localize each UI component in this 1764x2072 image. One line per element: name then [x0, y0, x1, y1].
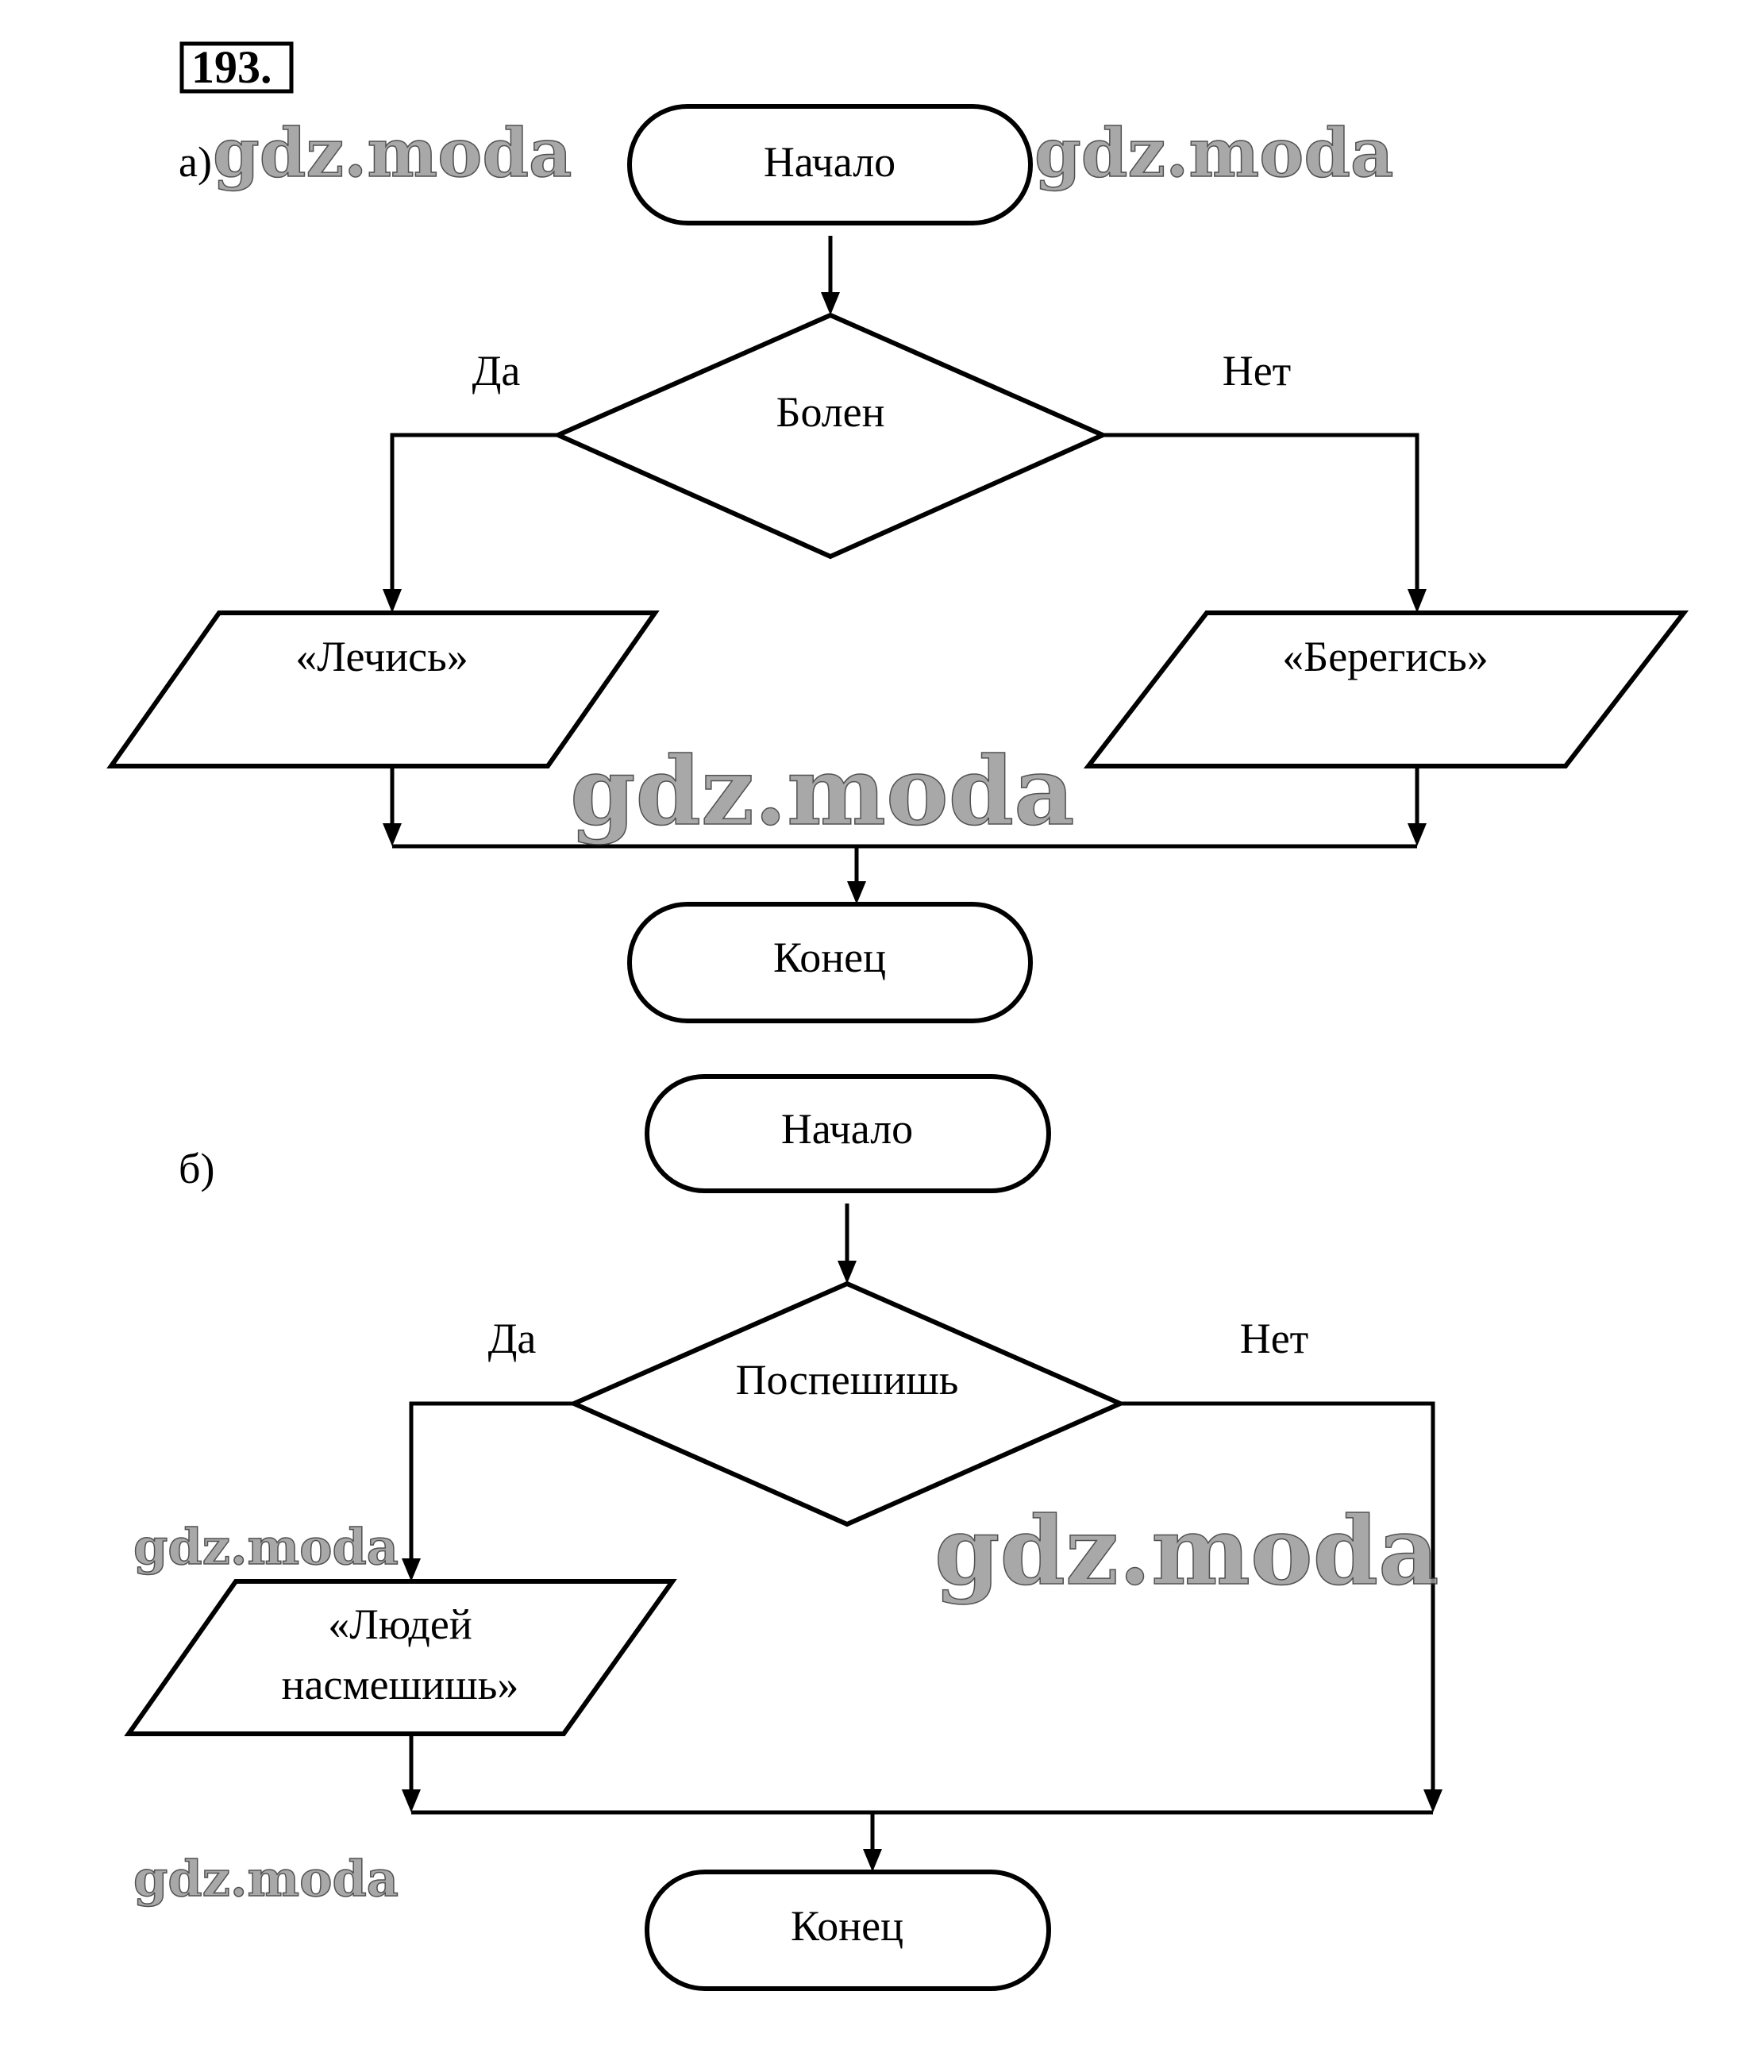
- output-no-a: [1083, 610, 1689, 768]
- output-yes-label-b-line1: «Людей: [328, 1600, 472, 1648]
- arrowhead: [863, 1849, 882, 1872]
- watermark: gdz.moda: [934, 1496, 1439, 1606]
- arrowhead: [1408, 589, 1427, 613]
- problem-number-box: [179, 41, 294, 94]
- end-label-a: Конец: [773, 934, 886, 981]
- start-terminal-b: [645, 1074, 1051, 1193]
- yes-branch-line-b: [409, 1401, 574, 1561]
- part-b-label: б): [179, 1145, 214, 1192]
- arrowhead: [847, 881, 866, 904]
- end-terminal-a: [627, 902, 1033, 1023]
- no-label-b: Нет: [1240, 1315, 1309, 1362]
- end-terminal-b: [645, 1870, 1051, 1991]
- no-label-a: Нет: [1223, 347, 1292, 395]
- end-label-b: Конец: [791, 1902, 903, 1950]
- watermark: gdz.moda: [133, 1518, 399, 1576]
- output-yes-label-b-line2: насмешишь»: [282, 1661, 519, 1708]
- watermark: gdz.moda: [1034, 114, 1393, 192]
- arrowhead: [1423, 1789, 1442, 1812]
- arrowhead: [821, 292, 840, 315]
- start-label-b: Начало: [781, 1105, 913, 1153]
- watermark: gdz.moda: [213, 114, 572, 192]
- flowchart-a: а) Начало Болен Да Нет «Лечись» «Берегис…: [106, 104, 1689, 1023]
- part-a-label: а): [179, 138, 212, 186]
- arrowhead: [838, 1261, 857, 1284]
- no-branch-line-b: [1120, 1401, 1435, 1792]
- output-no-label-a: «Берегись»: [1282, 633, 1489, 680]
- start-label-a: Начало: [764, 138, 895, 186]
- yes-label-a: Да: [472, 347, 521, 395]
- start-terminal-a: [627, 104, 1033, 225]
- condition-label-a: Болен: [776, 388, 884, 436]
- yes-branch-line-a: [390, 433, 558, 591]
- arrowhead: [402, 1789, 421, 1812]
- yes-label-b: Да: [488, 1315, 537, 1362]
- output-yes-b: [124, 1579, 677, 1736]
- watermark: gdz.moda: [133, 1850, 399, 1908]
- output-yes-label-a: «Лечись»: [295, 633, 468, 680]
- no-branch-line-a: [1103, 433, 1419, 591]
- arrowhead: [383, 823, 402, 846]
- condition-diamond-b: [568, 1281, 1127, 1527]
- arrowhead: [402, 1558, 421, 1581]
- watermark: gdz.moda: [570, 736, 1075, 846]
- output-yes-a: [106, 610, 660, 768]
- condition-diamond-a: [552, 312, 1109, 560]
- arrowhead: [383, 589, 402, 613]
- arrowhead: [1408, 823, 1427, 846]
- flowchart-b: б) Начало Поспешишь Да Нет «Людей насмеш…: [124, 1074, 1442, 1991]
- condition-label-b: Поспешишь: [736, 1356, 959, 1404]
- watermarks: gdz.moda gdz.moda gdz.moda gdz.moda gdz.…: [133, 113, 1439, 1908]
- problem-number: 193.: [191, 41, 272, 93]
